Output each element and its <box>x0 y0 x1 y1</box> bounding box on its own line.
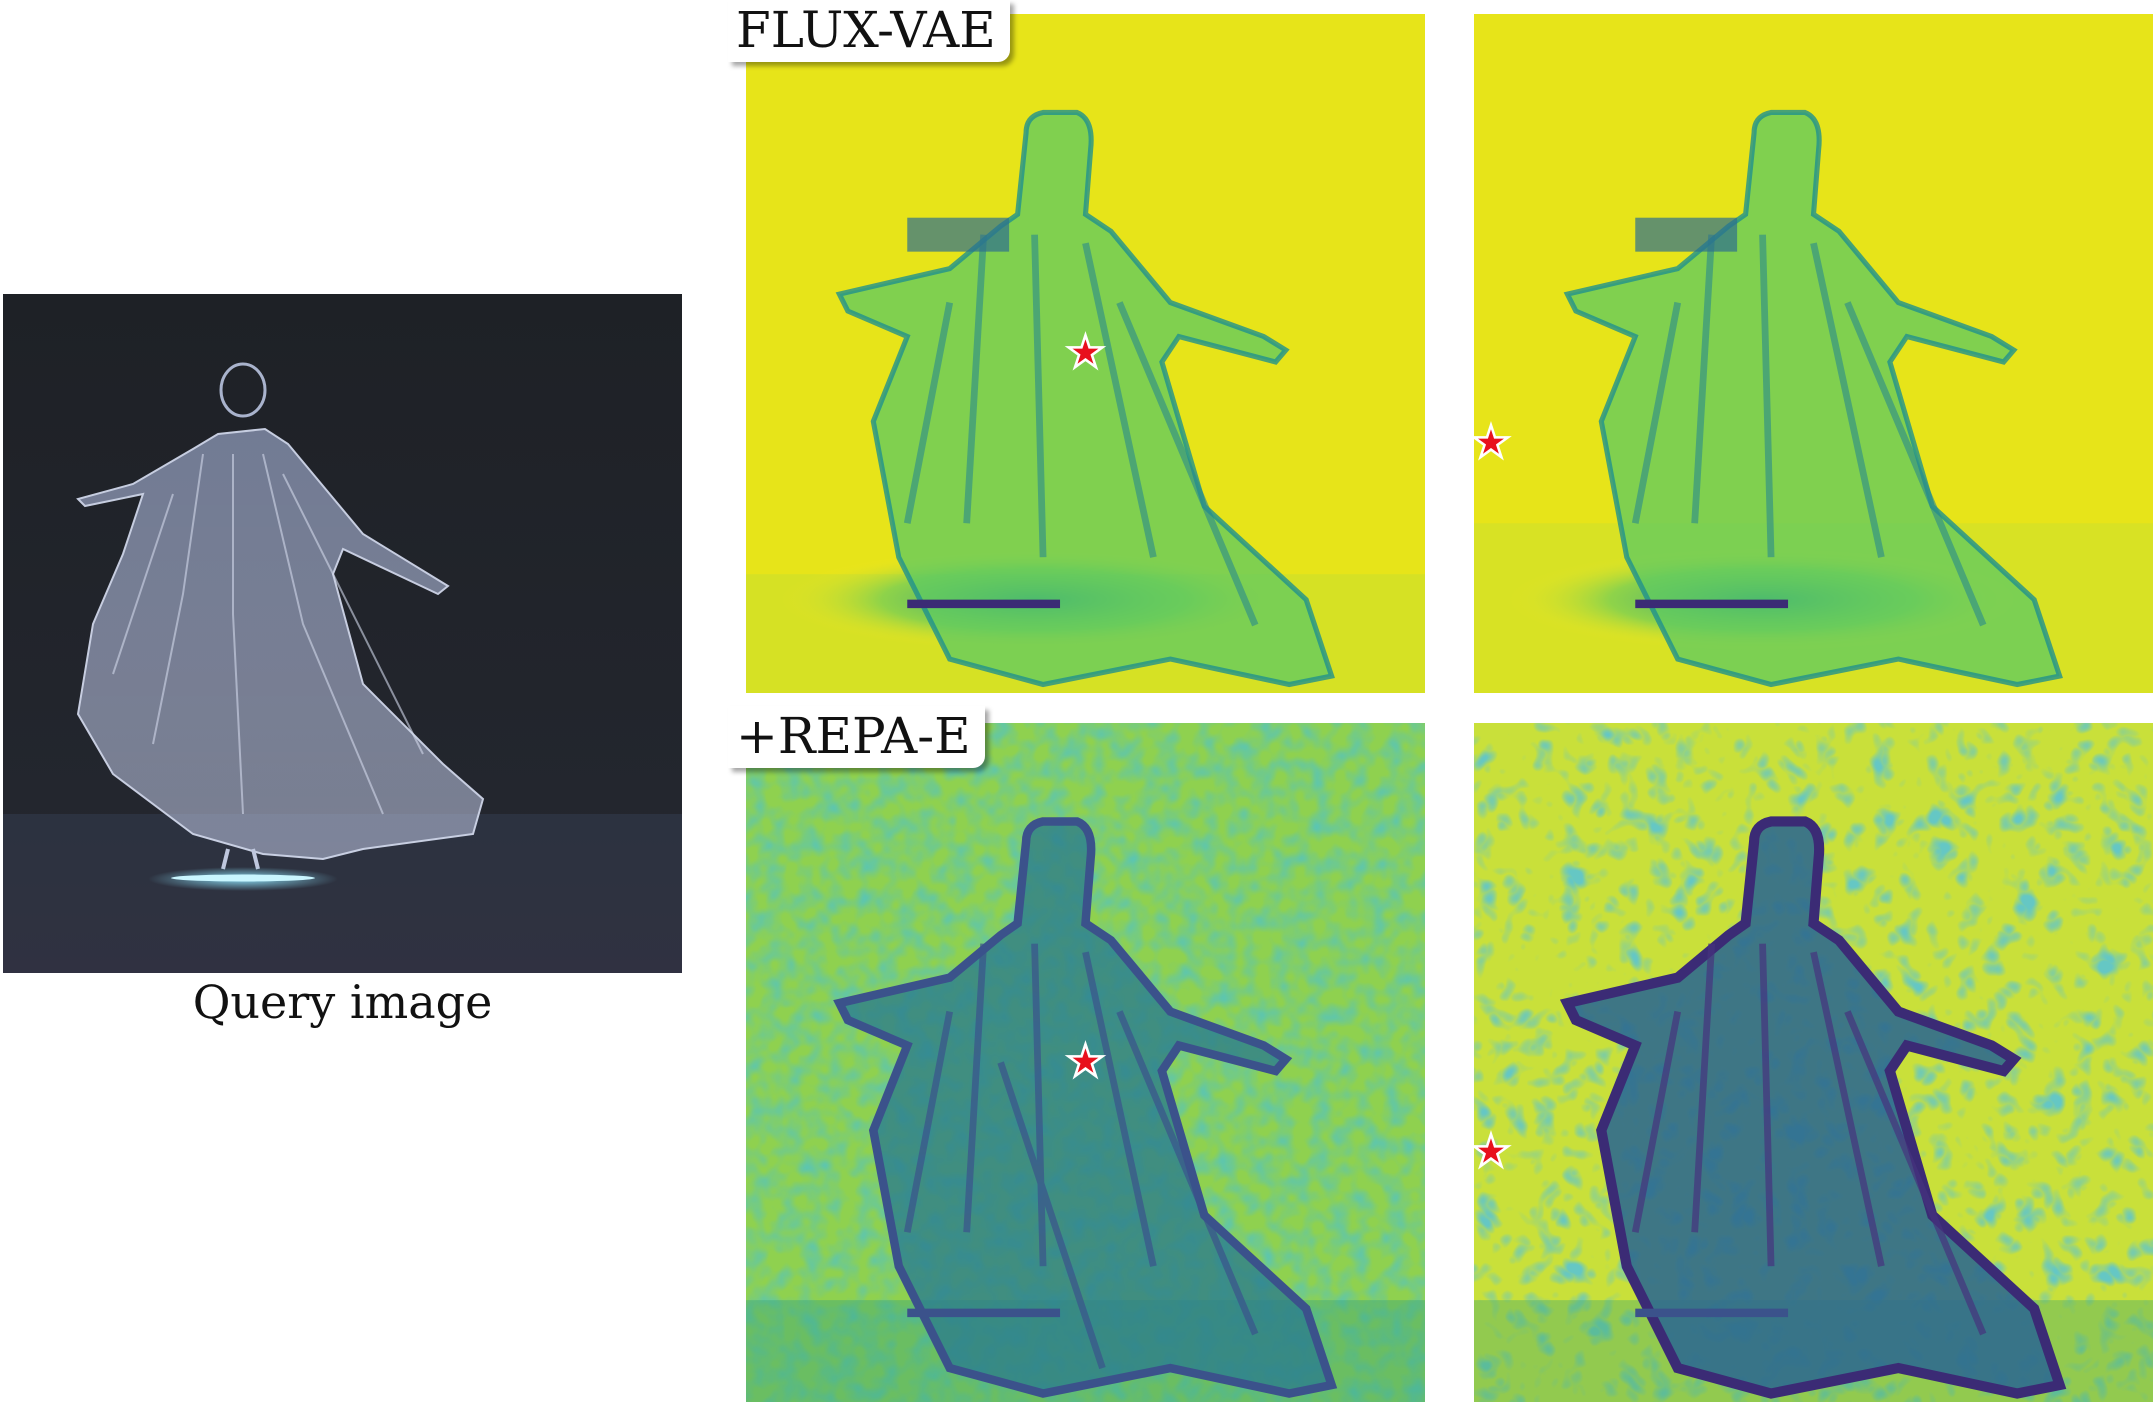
query-image <box>3 294 682 973</box>
flux-vae-similarity-map-1: ★ <box>746 14 1425 693</box>
query-caption: Query image <box>192 975 493 1029</box>
flux-vae-similarity-map-2: ★ <box>1474 14 2153 693</box>
query-point-marker-icon: ★ <box>1474 1126 1511 1177</box>
repa-e-similarity-map-2: ★ <box>1474 723 2153 1402</box>
row-label-repa-e: +REPA-E <box>728 706 985 768</box>
row-label-flux-vae: FLUX-VAE <box>728 0 1010 62</box>
query-point-marker-icon: ★ <box>1066 1036 1106 1087</box>
query-point-marker-icon: ★ <box>1066 327 1106 378</box>
repa-e-similarity-map-1: ★ <box>746 723 1425 1402</box>
query-point-marker-icon: ★ <box>1474 417 1511 468</box>
dancer-figure <box>76 362 485 870</box>
